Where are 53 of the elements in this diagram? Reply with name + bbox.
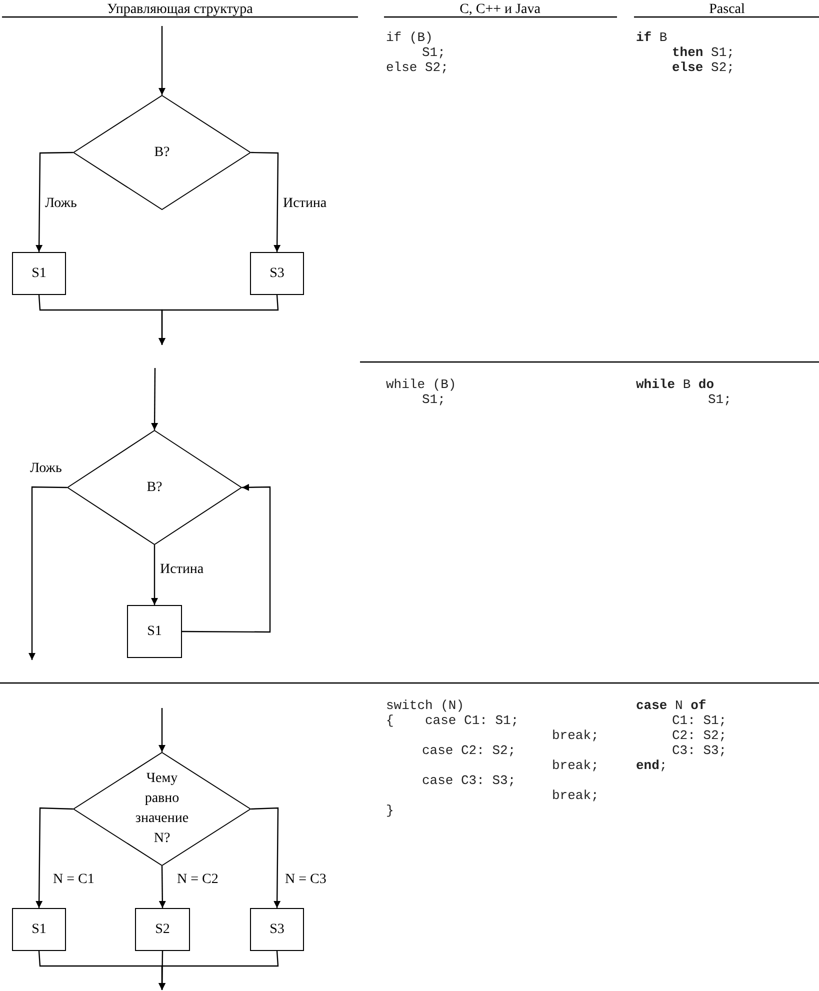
code-line: C1: S1; xyxy=(672,713,727,728)
process-box: S1 xyxy=(127,605,182,658)
arrow xyxy=(158,708,166,752)
decision-diamond: Чему равно значение N? xyxy=(73,752,251,866)
code-line: break; xyxy=(552,728,599,743)
code-line: switch (N) xyxy=(386,698,464,713)
code-line: { case C1: S1; xyxy=(386,713,519,728)
arrow xyxy=(36,807,74,908)
arrow xyxy=(158,950,279,990)
edge-label: Истина xyxy=(160,562,204,578)
edge-label: Ложь xyxy=(30,461,62,477)
arrow xyxy=(250,152,281,252)
code-line: then S1; xyxy=(672,45,734,60)
code-line: C2: S2; xyxy=(672,728,727,743)
code-line: S1; xyxy=(708,392,732,407)
code-line: case N of xyxy=(636,698,706,713)
decision-diamond: B? xyxy=(67,430,242,545)
process-box: S1 xyxy=(12,908,66,951)
process-box: S3 xyxy=(250,908,304,951)
edge-label: Истина xyxy=(283,196,327,212)
code-line: while B do xyxy=(636,377,714,392)
code-line: case C2: S2; xyxy=(422,743,516,758)
arrow xyxy=(250,807,281,908)
code-line: S1; xyxy=(422,392,446,407)
edge-label: N = C3 xyxy=(285,872,326,888)
arrow xyxy=(158,294,279,345)
process-box: S1 xyxy=(12,252,66,295)
code-line: if (B) xyxy=(386,30,433,45)
arrow xyxy=(182,484,271,633)
code-line: } xyxy=(386,803,394,818)
code-line: else S2; xyxy=(386,60,448,75)
code-line: if B xyxy=(636,30,668,45)
code-line: S1; xyxy=(422,45,446,60)
edge-label: N = C2 xyxy=(177,872,218,888)
arrow xyxy=(158,26,166,95)
column-header: Pascal xyxy=(709,2,745,18)
arrow xyxy=(151,545,158,605)
arrow xyxy=(28,486,67,660)
code-line: else S2; xyxy=(672,60,734,75)
column-header: Управляющая структура xyxy=(107,2,253,18)
arrow xyxy=(36,152,73,252)
process-box: S3 xyxy=(250,252,304,295)
code-line: case C3: S3; xyxy=(422,773,516,788)
arrow xyxy=(158,866,166,908)
code-line: break; xyxy=(552,788,599,803)
column-header: C, C++ и Java xyxy=(460,2,540,18)
arrow xyxy=(151,368,158,430)
code-line: C3: S3; xyxy=(672,743,727,758)
code-line: while (B) xyxy=(386,377,456,392)
code-line: end; xyxy=(636,758,668,773)
code-line: break; xyxy=(552,758,599,773)
edge-label: N = C1 xyxy=(53,872,94,888)
process-box: S2 xyxy=(135,908,190,951)
